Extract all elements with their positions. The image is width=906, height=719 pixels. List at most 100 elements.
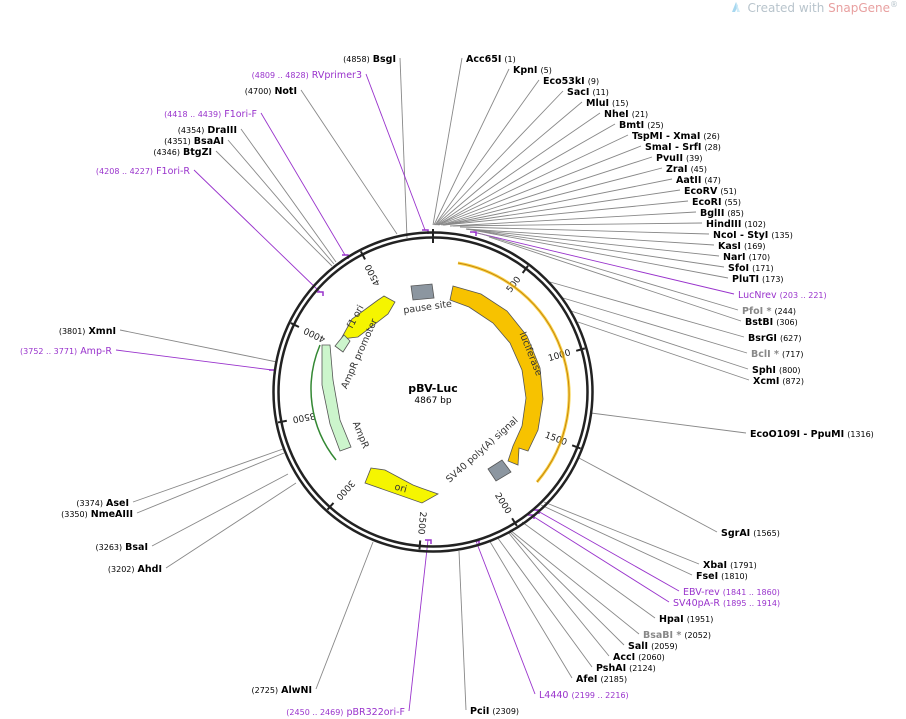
site-position: (203 .. 221)	[780, 291, 827, 300]
site-position: (2185)	[601, 675, 628, 684]
f1-ori-arrow	[340, 295, 396, 340]
site-name: NarI	[723, 252, 746, 263]
site-position: (4418 .. 4439)	[164, 110, 221, 119]
site-position: (3350)	[61, 510, 88, 519]
feature-label: SV40 poly(A) signal	[444, 415, 520, 485]
tick-2500	[418, 540, 422, 550]
site-name: BsaBI *	[643, 630, 681, 641]
site-name: SfoI	[728, 263, 749, 274]
site-labels: (4858) BsgI(4809 .. 4828) RVprimer3(4700…	[20, 54, 874, 718]
leader-line	[432, 57, 463, 226]
site-position: (1565)	[753, 529, 780, 538]
leader-line	[151, 473, 289, 547]
site-label-14: (2725) AlwNI	[251, 685, 312, 696]
site-position: (2199 .. 2216)	[572, 691, 629, 700]
leader-line	[119, 329, 278, 363]
site-position: (1841 .. 1860)	[723, 588, 780, 597]
leader-line	[578, 457, 718, 533]
site-label-24: TspMI - XmaI (26)	[632, 131, 720, 142]
leader-line	[433, 68, 510, 226]
site-position: (9)	[588, 77, 599, 86]
site-position: (26)	[703, 132, 719, 141]
site-name: L4440	[539, 690, 568, 701]
site-position: (135)	[771, 231, 793, 240]
site-label-32: HindIII (102)	[706, 219, 766, 230]
leader-line	[436, 112, 601, 226]
tick-label: 4500	[364, 262, 383, 287]
site-label-23: BmtI (25)	[619, 120, 664, 131]
site-label-47: XbaI (1791)	[703, 560, 757, 571]
leader-line	[509, 529, 640, 635]
site-position: (47)	[704, 176, 720, 185]
primer-mark-icon	[425, 539, 432, 544]
site-label-21: MluI (15)	[586, 98, 628, 109]
site-label-5: (4351) BsaAI	[164, 136, 224, 147]
site-label-57: L4440 (2199 .. 2216)	[539, 690, 629, 701]
pause-site-box	[410, 283, 435, 301]
site-label-44: XcmI (872)	[753, 376, 804, 387]
site-name: TspMI - XmaI	[632, 131, 700, 142]
site-name: AatII	[676, 175, 701, 186]
site-label-15: (2450 .. 2469) pBR322ori-F	[286, 707, 405, 718]
leader-lines	[115, 57, 750, 712]
site-label-1: (4809 .. 4828) RVprimer3	[252, 70, 362, 81]
site-name: SphI	[752, 365, 776, 376]
site-label-35: NarI (170)	[723, 252, 770, 263]
leader-line	[508, 530, 625, 646]
leader-line	[437, 123, 616, 226]
site-name: AfeI	[576, 674, 597, 685]
tick-label: 2500	[415, 511, 427, 535]
tick-1500	[571, 444, 581, 450]
site-position: (3801)	[59, 327, 86, 336]
leader-line	[472, 231, 735, 295]
site-position: (1810)	[721, 572, 748, 581]
site-position: (45)	[691, 165, 707, 174]
site-name: NmeAIII	[91, 509, 133, 520]
site-name: AseI	[106, 498, 129, 509]
leader-line	[132, 448, 284, 503]
site-position: (39)	[686, 154, 702, 163]
site-name: BsaI	[125, 542, 148, 553]
leader-line	[570, 310, 749, 370]
site-name: BstBI	[745, 317, 773, 328]
tick-4000	[290, 322, 300, 328]
site-label-46: SgrAI (1565)	[721, 528, 780, 539]
site-position: (15)	[612, 99, 628, 108]
leader-line	[136, 452, 285, 514]
site-name: PluTI	[732, 274, 759, 285]
site-label-31: BglII (85)	[700, 208, 744, 219]
site-name: NheI	[604, 109, 629, 120]
feature-label: ori	[393, 482, 408, 496]
ampr-outer-line	[310, 344, 337, 461]
site-name: EcoRI	[692, 197, 722, 208]
tick-label: 4000	[302, 325, 327, 344]
site-label-49: EBV-rev (1841 .. 1860)	[683, 587, 780, 598]
leader-line	[459, 226, 710, 235]
site-position: (800)	[779, 366, 801, 375]
site-name: RVprimer3	[312, 70, 362, 81]
leader-line	[458, 550, 467, 711]
feature-label: AmpR	[350, 420, 371, 451]
leader-line	[590, 412, 747, 434]
site-label-41: BsrGI (627)	[748, 333, 801, 344]
site-name: Amp-R	[80, 346, 112, 357]
site-name: PciI	[470, 706, 489, 717]
tick-1000	[575, 347, 586, 352]
leader-line	[442, 189, 681, 226]
site-label-3: (4418 .. 4439) F1ori-F	[164, 109, 257, 120]
site-label-13: (3202) AhdI	[108, 564, 162, 575]
site-name: PvuII	[656, 153, 683, 164]
site-position: (1)	[504, 55, 515, 64]
site-label-33: NcoI - StyI (135)	[713, 230, 793, 241]
leader-line	[438, 145, 642, 226]
site-position: (4346)	[153, 148, 180, 157]
leader-line	[441, 167, 663, 226]
site-position: (244)	[774, 307, 796, 316]
site-name: XbaI	[703, 560, 727, 571]
leader-line	[215, 150, 333, 267]
site-name: HindIII	[706, 219, 741, 230]
tick-label: 2000	[492, 491, 513, 516]
leader-line	[435, 101, 583, 226]
site-label-28: AatII (47)	[676, 175, 721, 186]
